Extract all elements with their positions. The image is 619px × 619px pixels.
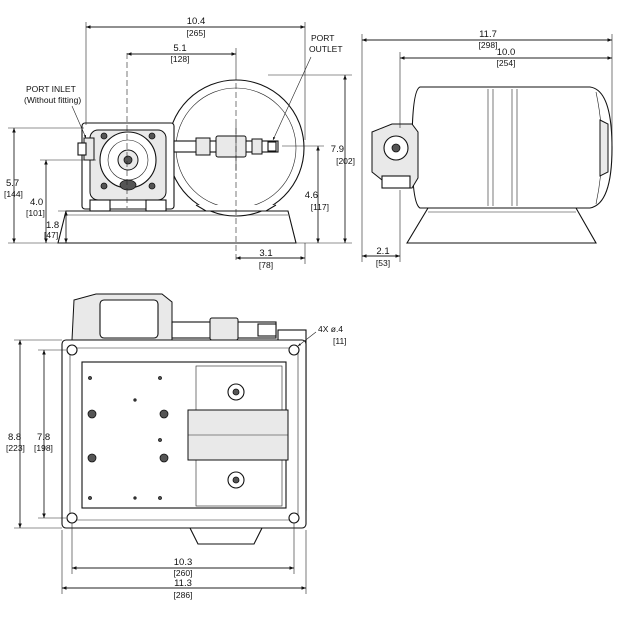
dim-inlet-height-inch: 5.7 <box>6 178 19 189</box>
port-inlet-note: (Without fitting) <box>24 95 81 105</box>
dim-base-height-mm: [47] <box>44 230 58 240</box>
mount-hole <box>66 344 78 356</box>
dim-hole-width-inch: 10.3 <box>174 557 193 568</box>
dim-outlet-height-inch: 4.6 <box>305 190 318 201</box>
dim-inlet-height-mm: [144] <box>4 189 23 199</box>
dim-hole-depth-inch: 7.8 <box>37 432 50 443</box>
mount-hole <box>288 344 300 356</box>
hole-leader <box>297 331 317 347</box>
port-outlet-leader <box>272 56 312 141</box>
hole-note-mm: [11] <box>333 336 347 346</box>
dim-pump-center-inch: 4.0 <box>30 197 43 208</box>
dim-top-width-mm: [286] <box>174 590 193 600</box>
dim-total-height-inch: 7.9 <box>331 144 344 155</box>
port-inlet-leader <box>71 105 87 139</box>
dim-total-height-mm: [202] <box>336 156 355 166</box>
port-outlet-label-2: OUTLET <box>309 44 343 54</box>
dim-top-width-inch: 11.3 <box>174 578 192 589</box>
hole-note: 4X ø.4 <box>318 324 343 334</box>
port-outlet <box>267 141 277 152</box>
dim-pump-offset-mm: [128] <box>171 54 190 64</box>
dim-base-height-inch: 1.8 <box>46 220 59 231</box>
dim-pump-center-mm: [101] <box>26 208 45 218</box>
dim-tank-length-inch: 10.0 <box>497 47 516 58</box>
dim-hole-depth-mm: [198] <box>34 443 53 453</box>
front-base-plate <box>57 210 297 244</box>
top-view: 4X ø.4 [11] 8.8 [223] 7.8 [198] 10.3 [26… <box>6 293 347 600</box>
dim-front-width-inch: 10.4 <box>187 16 206 27</box>
dim-top-depth-inch: 8.8 <box>8 432 21 443</box>
dim-front-width-mm: [265] <box>187 28 206 38</box>
dim-side-overall-mm: [298] <box>479 40 498 50</box>
port-outlet-label-1: PORT <box>311 33 334 43</box>
dim-pump-depth-mm: [53] <box>376 258 390 268</box>
dim-tank-offset-mm: [78] <box>259 260 273 270</box>
side-base-plate <box>406 207 597 244</box>
mount-hole <box>66 512 78 524</box>
dim-hole-width-mm: [260] <box>174 568 193 578</box>
dim-pump-depth-inch: 2.1 <box>376 246 389 257</box>
front-view: 10.4 [265] 5.1 [128] PORT INLET (Without… <box>4 16 355 270</box>
side-view: 11.7 [298] 10.0 [254] 2.1 [53] <box>361 29 613 268</box>
dim-tank-length-mm: [254] <box>497 58 516 68</box>
dim-top-depth-mm: [223] <box>6 443 25 453</box>
mount-hole <box>288 512 300 524</box>
dim-outlet-height-mm: [117] <box>311 202 329 212</box>
dim-pump-offset-inch: 5.1 <box>173 43 186 54</box>
dim-tank-offset-inch: 3.1 <box>259 248 272 259</box>
port-inlet-label: PORT INLET <box>26 84 76 94</box>
dim-side-overall-inch: 11.7 <box>479 29 497 40</box>
